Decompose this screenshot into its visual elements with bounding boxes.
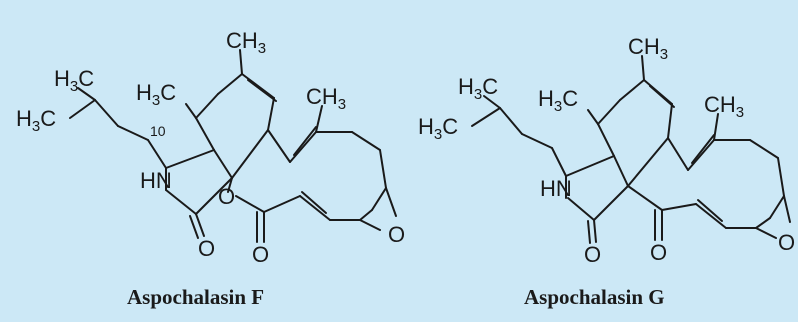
- label-o-lactam-g: O: [584, 242, 601, 267]
- label-h3c-c-f: H3C: [136, 80, 176, 109]
- label-ch3-top-g: CH3: [628, 34, 668, 63]
- label-o-epoxide-g: O: [778, 230, 795, 255]
- label-h3c-b-g: H3C: [418, 114, 458, 143]
- bonds-aspochalasin-f: [69, 49, 397, 243]
- label-o-epoxide-f: O: [388, 222, 405, 247]
- label-o-ketone-g: O: [650, 240, 667, 265]
- label-o-carbonyl-f: O: [252, 242, 269, 267]
- label-o-ester-f: O: [218, 184, 235, 209]
- label-h3c-b-f: H3C: [16, 106, 56, 135]
- molecule-aspochalasin-f: CH3 CH3 H3C H3C H3C 10 HN O O O O Aspoch…: [16, 28, 405, 309]
- label-position-10: 10: [150, 123, 166, 139]
- label-ch3-ring-f: CH3: [306, 84, 346, 113]
- bonds-aspochalasin-g: [471, 55, 791, 244]
- label-nh-g: HN: [540, 176, 572, 201]
- label-o-lactam-f: O: [198, 236, 215, 261]
- atom-labels-aspochalasin-g: CH3 CH3 H3C H3C H3C HN O O O: [418, 34, 795, 267]
- label-h3c-c-g: H3C: [538, 86, 578, 115]
- label-h3c-a-g: H3C: [458, 74, 498, 103]
- label-ch3-top-f: CH3: [226, 28, 266, 57]
- compound-name-f: Aspochalasin F: [127, 285, 264, 309]
- label-ch3-ring-g: CH3: [704, 92, 744, 121]
- molecule-aspochalasin-g: CH3 CH3 H3C H3C H3C HN O O O Aspochalasi…: [418, 34, 795, 309]
- label-nh-f: HN: [140, 168, 172, 193]
- atom-labels-aspochalasin-f: CH3 CH3 H3C H3C H3C 10 HN O O O O: [16, 28, 405, 267]
- label-h3c-a-f: H3C: [54, 66, 94, 95]
- compound-name-g: Aspochalasin G: [524, 285, 665, 309]
